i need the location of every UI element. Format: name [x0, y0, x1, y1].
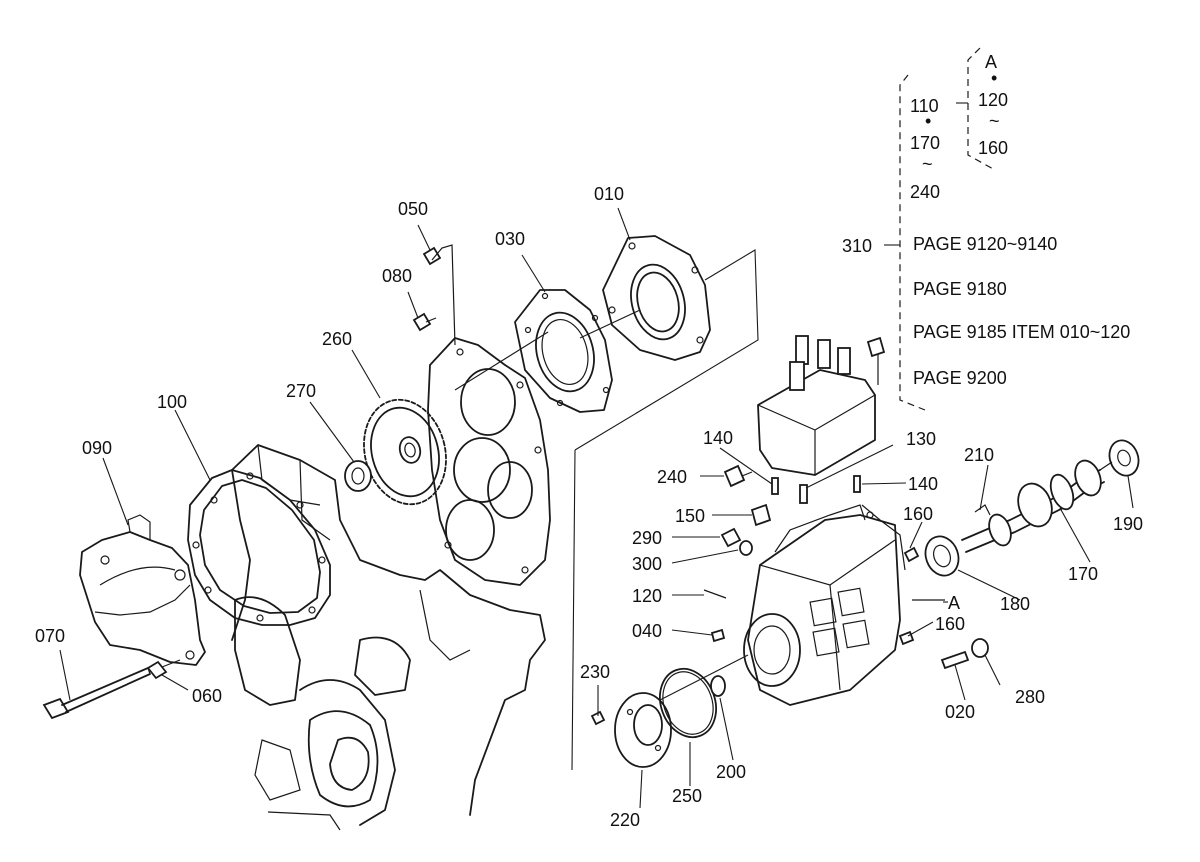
label-020: 020: [945, 702, 975, 722]
bracket-inner-0: A: [985, 52, 997, 72]
label-210: 210: [964, 445, 994, 465]
small-parts: [703, 464, 989, 670]
label-310: 310: [842, 236, 872, 256]
bracket-inner-4: 160: [978, 138, 1008, 158]
label-050: 050: [398, 199, 428, 219]
pump-flange-part: [579, 235, 711, 361]
gear-case-cover-part: [79, 514, 206, 666]
label-200: 200: [716, 762, 746, 782]
label-060: 060: [192, 686, 222, 706]
label-120: 120: [632, 586, 662, 606]
long-bolt-part: [42, 667, 151, 720]
collar-part: [344, 460, 372, 492]
bracket-inner-2: 120: [978, 90, 1008, 110]
bracket-inner-1: •: [991, 68, 997, 88]
label-230: 230: [580, 662, 610, 682]
label-180: 180: [1000, 594, 1030, 614]
label-090: 090: [82, 438, 112, 458]
bracket-outer-4: 240: [910, 182, 940, 202]
leader-lines: [59, 207, 1134, 809]
label-160-bottom: 160: [935, 614, 965, 634]
engine-block-outline: [231, 444, 546, 831]
page-ref-0: PAGE 9120~9140: [913, 234, 1057, 254]
part-labels: 010 030 050 080 260 270 100 090 070 060 …: [35, 184, 1143, 830]
bracket-numbers: A • 120 ~ 160 110 • 170 ~ 240: [910, 52, 1008, 202]
label-270: 270: [286, 381, 316, 401]
injection-pump-part: [743, 335, 906, 706]
bearing-part: [924, 535, 960, 577]
bracket-outer-3: ~: [922, 154, 933, 174]
label-280: 280: [1015, 687, 1045, 707]
short-bolt-part: [146, 659, 181, 680]
label-070: 070: [35, 626, 65, 646]
label-240: 240: [657, 467, 687, 487]
label-260: 260: [322, 329, 352, 349]
label-140-left: 140: [703, 428, 733, 448]
page-ref-1: PAGE 9180: [913, 279, 1007, 299]
label-150: 150: [675, 506, 705, 526]
bracket-outer-1: •: [925, 111, 931, 131]
idler-gear-part: [363, 398, 447, 506]
camshaft-gear-part: [1099, 439, 1140, 477]
label-250: 250: [672, 786, 702, 806]
page-references: PAGE 9120~9140 PAGE 9180 PAGE 9185 ITEM …: [913, 234, 1130, 388]
label-030: 030: [495, 229, 525, 249]
label-A: A: [948, 593, 960, 613]
end-flange-part: [614, 654, 749, 768]
label-140-right: 140: [908, 474, 938, 494]
camshaft-part: [961, 459, 1105, 553]
label-290: 290: [632, 528, 662, 548]
plate-gasket-part: [454, 289, 613, 413]
screw-230-part: [590, 710, 606, 726]
bracket-outer-0: 110: [910, 96, 939, 116]
bracket-inner-3: ~: [989, 111, 1000, 131]
bolt-050-part: [422, 244, 456, 346]
label-220: 220: [610, 810, 640, 830]
oil-seal-part: [710, 675, 726, 697]
label-300: 300: [632, 554, 662, 574]
label-190: 190: [1113, 514, 1143, 534]
gasket-part: [187, 469, 331, 626]
label-080: 080: [382, 266, 412, 286]
page-ref-2: PAGE 9185 ITEM 010~120: [913, 322, 1130, 342]
reference-bracket: [884, 47, 996, 411]
label-100: 100: [157, 392, 187, 412]
label-130: 130: [906, 429, 936, 449]
label-010: 010: [594, 184, 624, 204]
label-040: 040: [632, 621, 662, 641]
page-ref-3: PAGE 9200: [913, 368, 1007, 388]
bracket-outer-2: 170: [910, 133, 940, 153]
label-170: 170: [1068, 564, 1098, 584]
label-160-top: 160: [903, 504, 933, 524]
section-frame: [571, 249, 759, 771]
